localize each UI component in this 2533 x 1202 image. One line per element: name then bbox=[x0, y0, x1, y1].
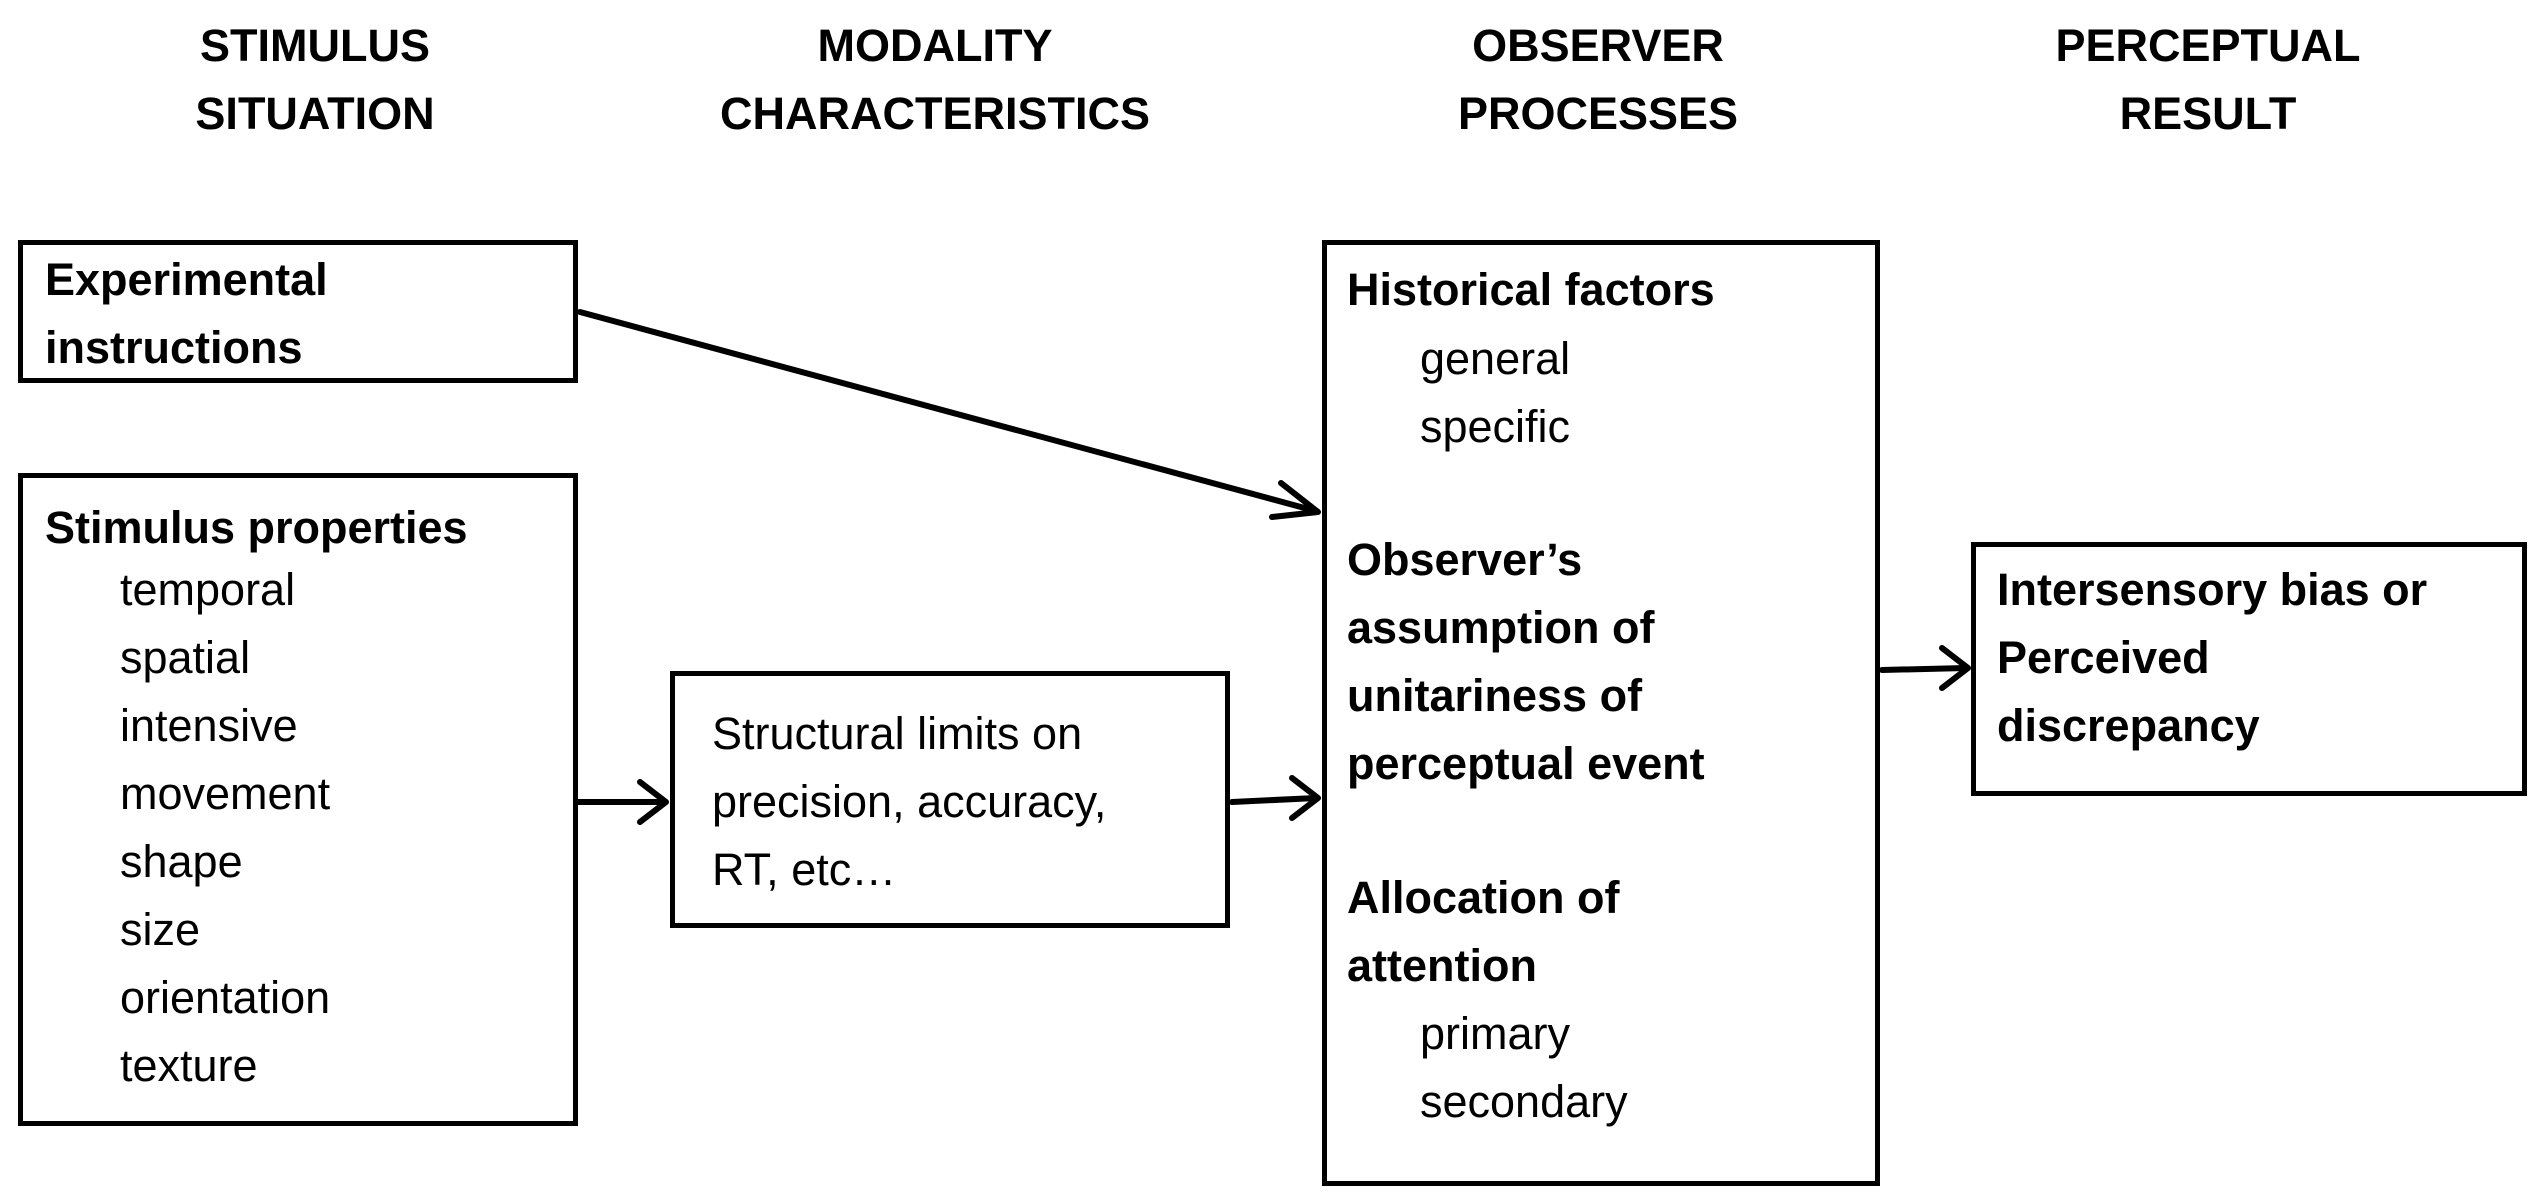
historical-item: specific bbox=[1420, 401, 1571, 452]
historical-factors-title: Historical factors bbox=[1347, 264, 1715, 315]
header-line: OBSERVER bbox=[1472, 20, 1724, 71]
stimulus-item: shape bbox=[120, 836, 243, 887]
header-line: PERCEPTUAL bbox=[2055, 20, 2361, 71]
stimulus-item: texture bbox=[120, 1040, 258, 1091]
result-line-2: Perceived bbox=[1997, 632, 2210, 683]
attention-item: secondary bbox=[1420, 1076, 1628, 1127]
stimulus-item: orientation bbox=[120, 972, 331, 1023]
attention-line-1: Allocation of bbox=[1347, 872, 1620, 923]
modality-line-3: RT, etc… bbox=[712, 844, 897, 895]
attention-item: primary bbox=[1420, 1008, 1571, 1059]
header-line: PROCESSES bbox=[1457, 88, 1739, 139]
assumption-line-3: unitariness of bbox=[1347, 670, 1643, 721]
stimulus-properties-box bbox=[18, 473, 578, 1126]
assumption-line-1: Observer’s bbox=[1347, 534, 1583, 585]
perceptual-result-box bbox=[1971, 542, 2527, 796]
header-stimulus-situation: STIMULUS SITUATION bbox=[85, 12, 545, 148]
stimulus-item: movement bbox=[120, 768, 331, 819]
modality-line-2: precision, accuracy, bbox=[712, 776, 1107, 827]
stimulus-item: size bbox=[120, 904, 201, 955]
header-line: CHARACTERISTICS bbox=[719, 88, 1150, 139]
assumption-line-4: perceptual event bbox=[1347, 738, 1705, 789]
structural-limits-box bbox=[670, 671, 1230, 928]
arrow-observer-to-result bbox=[1879, 645, 1971, 691]
header-observer-processes: OBSERVER PROCESSES bbox=[1368, 12, 1828, 148]
experimental-line-1: Experimental bbox=[45, 254, 328, 305]
stimulus-item: intensive bbox=[120, 700, 298, 751]
observer-processes-box bbox=[1322, 240, 1880, 1186]
header-perceptual-result: PERCEPTUAL RESULT bbox=[1978, 12, 2438, 148]
experimental-line-2: instructions bbox=[45, 322, 303, 373]
stimulus-properties-title: Stimulus properties bbox=[45, 502, 468, 553]
stimulus-item: temporal bbox=[120, 564, 296, 615]
experimental-instructions-box bbox=[18, 240, 578, 383]
stimulus-item: spatial bbox=[120, 632, 251, 683]
header-modality-characteristics: MODALITY CHARACTERISTICS bbox=[705, 12, 1165, 148]
assumption-line-2: assumption of bbox=[1347, 602, 1655, 653]
attention-line-2: attention bbox=[1347, 940, 1537, 991]
arrow-modality-to-observer bbox=[1229, 775, 1321, 821]
arrow-stimulus-to-modality bbox=[575, 779, 669, 825]
result-line-3: discrepancy bbox=[1997, 700, 2260, 751]
historical-item: general bbox=[1420, 333, 1571, 384]
arrow-instructions-to-observer bbox=[577, 309, 1321, 520]
result-line-1: Intersensory bias or bbox=[1997, 564, 2428, 615]
header-line: SITUATION bbox=[195, 88, 435, 139]
header-line: RESULT bbox=[2119, 88, 2297, 139]
header-line: MODALITY bbox=[817, 20, 1053, 71]
header-line: STIMULUS bbox=[200, 20, 430, 71]
modality-line-1: Structural limits on bbox=[712, 708, 1083, 759]
